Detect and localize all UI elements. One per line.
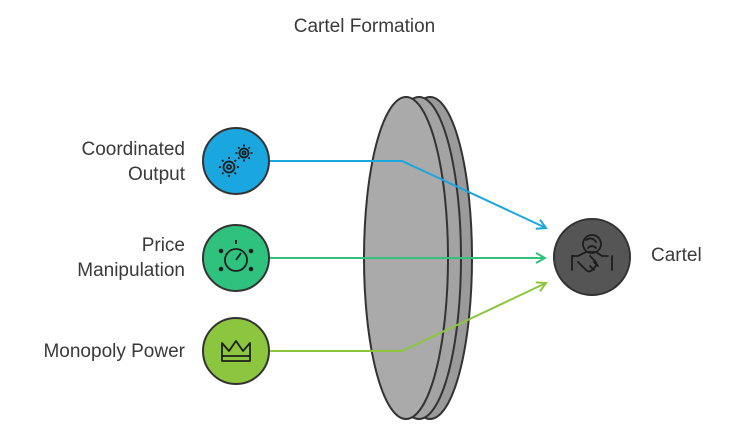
connector-monopoly-power [270, 283, 546, 352]
connector-coordinated-output [270, 160, 546, 228]
crown-icon [221, 340, 251, 362]
handshake-icon [571, 234, 613, 273]
label-line: Price [141, 235, 185, 256]
label-cartel: Cartel [651, 245, 702, 266]
label-line: Monopoly Power [43, 341, 185, 362]
label-monopoly-power: Monopoly Power [43, 340, 185, 364]
label-line: Output [127, 164, 185, 185]
node-coordinated-output [202, 127, 270, 195]
page-title: Cartel Formation [293, 16, 436, 37]
label-line: Coordinated [81, 139, 185, 160]
node-cartel [553, 218, 631, 296]
gears-icon [219, 144, 253, 177]
node-price-manipulation [202, 224, 270, 292]
label-coordinated-output: Coordinated Output [81, 138, 185, 187]
label-line: Manipulation [77, 260, 185, 281]
node-monopoly-power [202, 317, 270, 385]
label-price-manipulation: Price Manipulation [77, 234, 185, 283]
price-dial-icon [218, 240, 254, 272]
